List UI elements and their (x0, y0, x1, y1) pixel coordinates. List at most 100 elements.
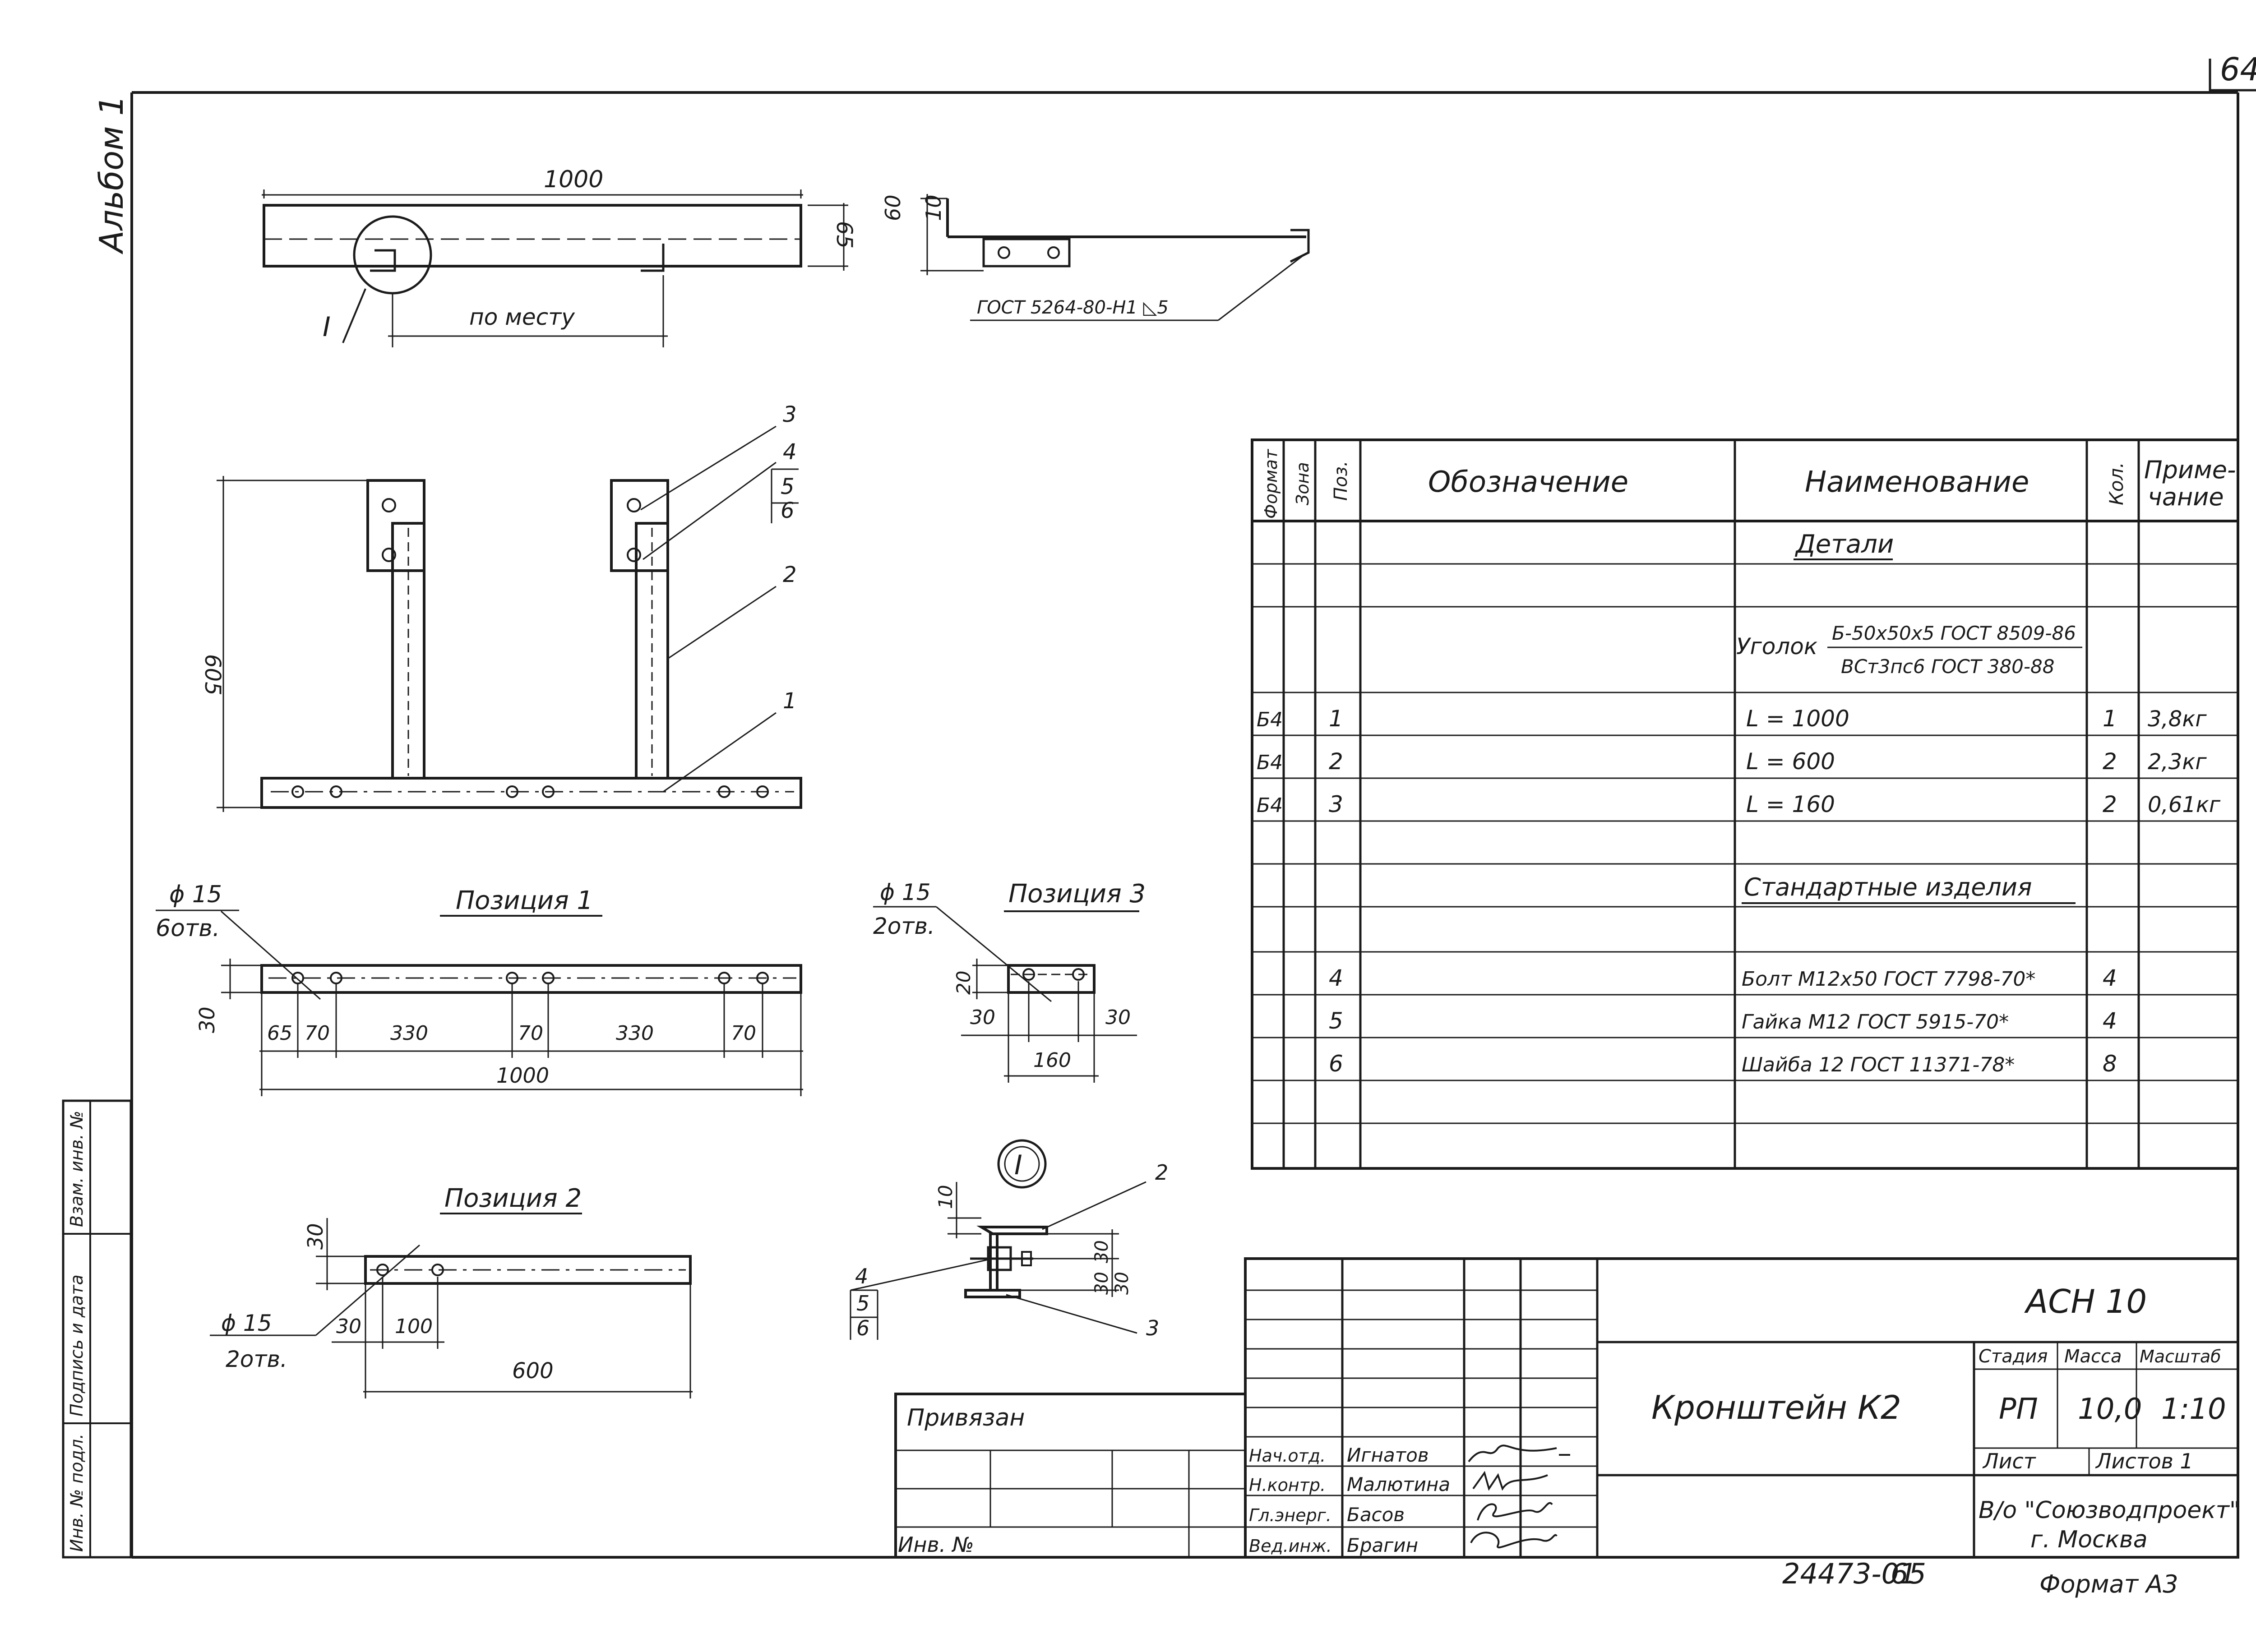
position-3-d1: 30 (970, 1006, 995, 1029)
spec-angle-denominator: ВСт3пс6 ГОСТ 380-88 (1841, 655, 2055, 678)
side-stamp-replacement: Взам. инв. № (67, 1111, 87, 1227)
role-1-name: Игнатов (1347, 1444, 1429, 1466)
top-view-length: 1000 (544, 166, 603, 193)
scale-value: 1:10 (2161, 1393, 2226, 1426)
position-1-d5: 330 (616, 1022, 654, 1045)
position-1-hole-count: 6отв. (156, 915, 220, 942)
spec-row-3-note: 0,61кг (2148, 792, 2221, 817)
spec-header-zone: Зона (1293, 462, 1313, 505)
spec-header-name: Наименование (1805, 466, 2029, 499)
print-page: 65 (1891, 1557, 1926, 1590)
position-1-d1: 65 (267, 1022, 292, 1045)
top-view-height: 65 (832, 221, 857, 249)
role-1: Нач.отд. (1249, 1446, 1326, 1466)
role-3: Гл.энерг. (1249, 1505, 1331, 1525)
position-1-d3: 330 (390, 1022, 428, 1045)
spec-row-2-qty: 2 (2103, 748, 2117, 775)
side-view-dim-10: 10 (921, 194, 946, 221)
position-2-title: Позиция 2 (444, 1184, 582, 1213)
spec-row-3-format: Б4 (1257, 794, 1283, 817)
signature-1 (1468, 1444, 1570, 1463)
position-2-hole-dia: ϕ 15 (221, 1310, 272, 1336)
role-3-name: Басов (1347, 1504, 1405, 1526)
detail-i-dim-30b: 30 (1091, 1272, 1112, 1295)
spec-row-2-format: Б4 (1257, 751, 1283, 774)
position-3-view: Позиция 3 ϕ 15 2отв. 20 30 30 160 (873, 879, 1146, 1083)
position-1-d2: 70 (305, 1022, 330, 1045)
album-label: Альбом 1 (92, 95, 130, 254)
spec-std-2-name: Гайка М12 ГОСТ 5915-70* (1742, 1011, 2009, 1034)
front-callout-5: 5 (781, 474, 795, 499)
position-3-width: 20 (952, 971, 975, 995)
role-4-name: Брагин (1347, 1534, 1418, 1556)
position-3-d2: 30 (1105, 1006, 1131, 1029)
role-4: Вед.инж. (1249, 1536, 1332, 1556)
spec-header-note-2: чание (2148, 483, 2224, 511)
spec-row-1-name: L = 1000 (1746, 706, 1849, 732)
detail-i-callout-5: 5 (856, 1291, 869, 1315)
side-view: 60 10 ГОСТ 5264-80-Н1 ◺5 (881, 194, 1310, 321)
spec-std-1-qty: 4 (2103, 965, 2117, 991)
detail-i-dim-10: 10 (934, 1185, 957, 1209)
position-2-total: 600 (512, 1358, 554, 1384)
weld-note: ГОСТ 5264-80-Н1 ◺5 (977, 297, 1169, 318)
top-view: 1000 65 по месту I (262, 166, 857, 347)
spec-row-2-name: L = 600 (1746, 748, 1835, 775)
spec-section-standard: Стандартные изделия (1744, 873, 2032, 901)
spec-row-3-name: L = 160 (1746, 791, 1835, 817)
spec-std-3-qty: 8 (2103, 1051, 2117, 1077)
scale-label: Масштаб (2140, 1347, 2221, 1366)
top-view-detail-label: I (323, 311, 331, 343)
spec-section-parts: Детали (1794, 530, 1894, 559)
spec-row-3-pos: 3 (1329, 791, 1343, 817)
front-callout-4: 4 (783, 439, 797, 465)
top-view-in-place: по месту (469, 304, 575, 330)
spec-std-3-pos: 6 (1329, 1051, 1343, 1077)
spec-row-2-pos: 2 (1329, 748, 1343, 775)
spec-row-1-note: 3,8кг (2148, 706, 2207, 732)
position-1-view: Позиция 1 ϕ 15 6отв. 30 65 70 330 70 330… (156, 881, 803, 1096)
signature-2 (1472, 1471, 1548, 1491)
signature-3 (1477, 1502, 1553, 1521)
spec-header-designation: Обозначение (1428, 466, 1628, 499)
spec-header-note: Приме- (2144, 456, 2236, 484)
spec-row-2-note: 2,3кг (2148, 749, 2207, 775)
sheet-frame: 64 Альбом 1 24473-01 65 Формат А3 (92, 51, 2256, 1598)
position-2-view: Позиция 2 30 ϕ 15 2отв. 30 100 600 (210, 1184, 693, 1398)
detail-i-label: I (1014, 1149, 1022, 1181)
spec-std-3-name: Шайба 12 ГОСТ 11371-78* (1742, 1053, 2015, 1076)
position-1-d4: 70 (518, 1022, 543, 1045)
position-2-hole-count: 2отв. (226, 1346, 287, 1372)
position-3-title: Позиция 3 (1008, 879, 1146, 909)
spec-row-3-qty: 2 (2103, 791, 2117, 817)
signature-4 (1470, 1532, 1558, 1549)
spec-header-format: Формат (1261, 448, 1281, 519)
organization-line-2: г. Москва (2030, 1526, 2148, 1553)
stage-label: Стадия (1979, 1346, 2048, 1367)
detail-i-callout-3: 3 (1146, 1316, 1159, 1340)
side-view-dim-60: 60 (881, 194, 905, 221)
spec-header-qty: Кол. (2105, 462, 2127, 505)
front-view-height: 605 (200, 654, 225, 696)
page-number: 64 (2220, 51, 2256, 88)
position-3-total: 160 (1033, 1049, 1071, 1072)
spec-row-1-qty: 1 (2103, 706, 2117, 732)
inv-no-label: Инв. № (898, 1532, 974, 1557)
spec-row-1-pos: 1 (1329, 706, 1343, 732)
spec-angle-prefix: Уголок (1736, 633, 1817, 660)
drawing-title: Кронштейн К2 (1651, 1389, 1901, 1426)
detail-i-callout-6: 6 (856, 1316, 869, 1340)
spec-std-2-pos: 5 (1329, 1008, 1343, 1034)
side-stamp-signature: Подпись и дата (67, 1274, 87, 1417)
front-callout-3: 3 (783, 402, 797, 427)
stage-value: РП (1999, 1393, 2038, 1426)
side-stamp-original: Инв. № подл. (67, 1434, 87, 1552)
drawing-code: АСН 10 (2024, 1283, 2147, 1320)
detail-i-dim-30c: 30 (1112, 1272, 1133, 1295)
spec-std-2-qty: 4 (2103, 1008, 2117, 1034)
specification-table: Формат Зона Поз. Обозначение Наименовани… (1251, 438, 2239, 1170)
organization-line-1: В/о "Союзводпроект" (1979, 1497, 2240, 1524)
mass-label: Масса (2064, 1346, 2122, 1367)
position-2-width: 30 (303, 1223, 328, 1250)
